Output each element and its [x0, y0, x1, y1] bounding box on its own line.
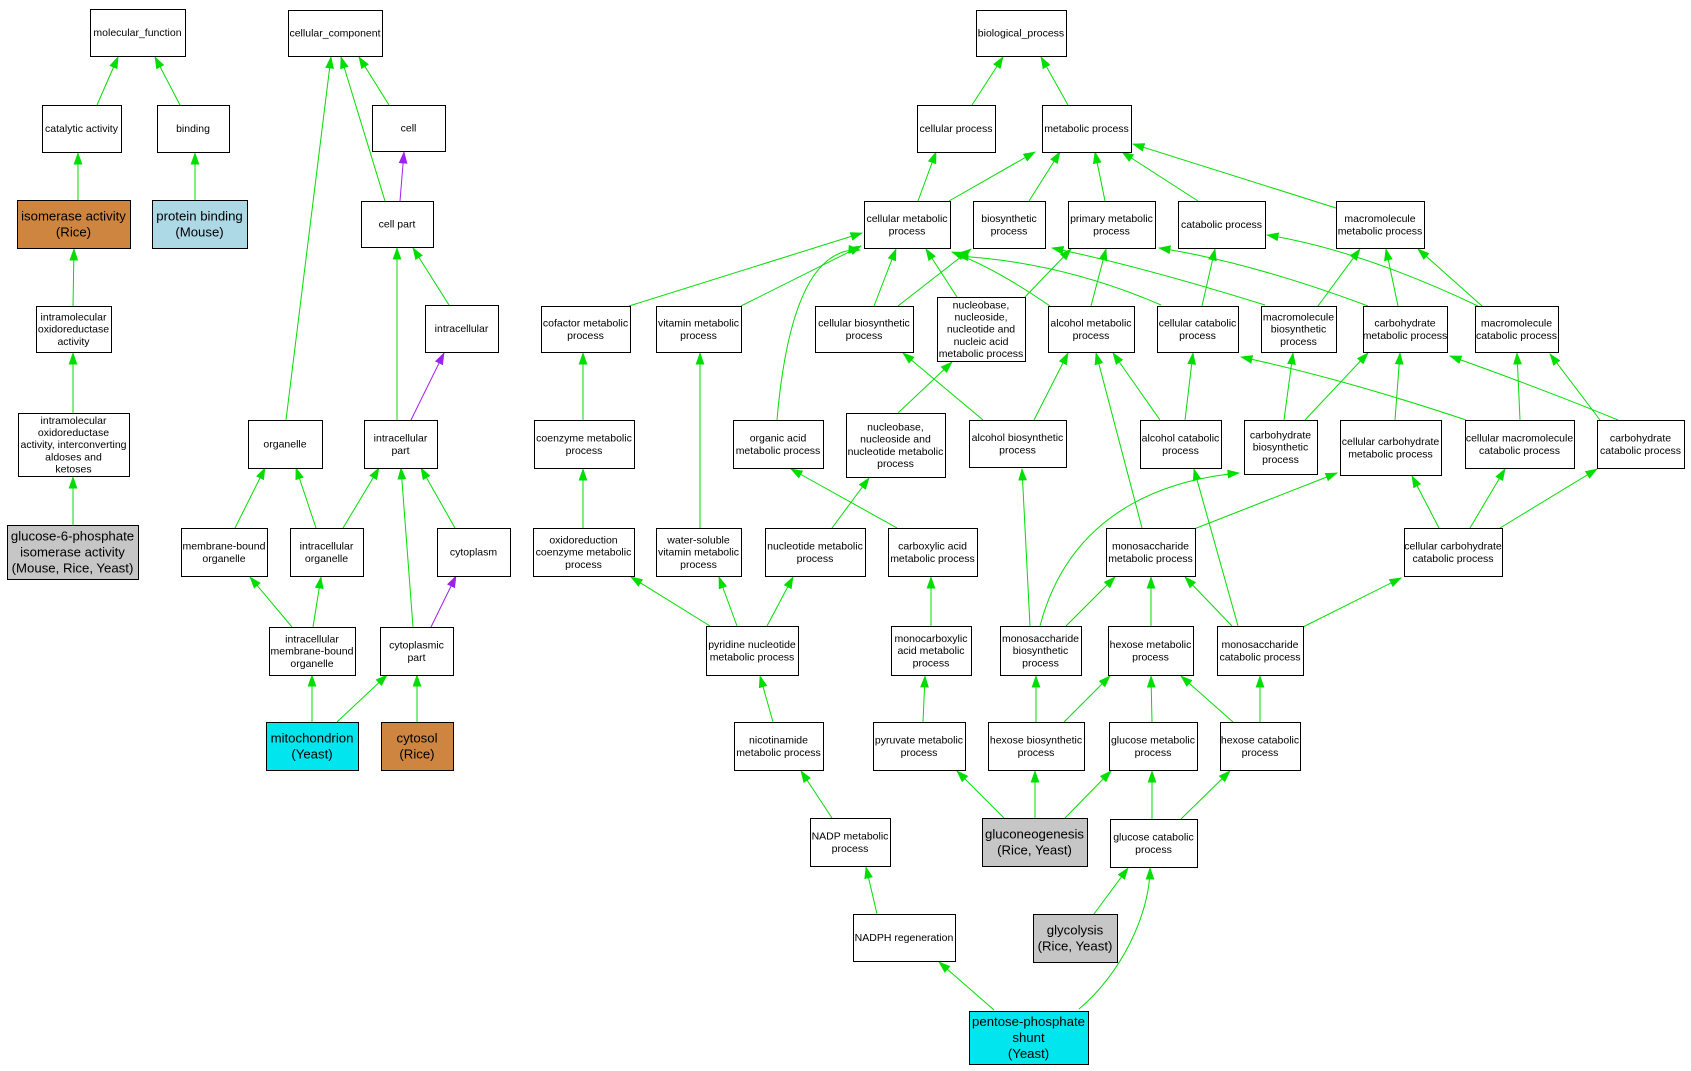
svg-text:metabolic process: metabolic process [1044, 123, 1129, 135]
svg-text:NADPH regeneration: NADPH regeneration [855, 932, 954, 944]
svg-text:mitochondrion(Yeast): mitochondrion(Yeast) [271, 731, 354, 762]
svg-text:binding: binding [176, 123, 210, 135]
svg-text:biological_process: biological_process [978, 28, 1064, 40]
svg-text:cytosol(Rice): cytosol(Rice) [396, 731, 437, 762]
svg-text:gluconeogenesis(Rice, Yeast): gluconeogenesis(Rice, Yeast) [985, 827, 1084, 858]
svg-text:molecular_function: molecular_function [93, 27, 181, 39]
svg-text:catabolic process: catabolic process [1181, 219, 1262, 231]
svg-text:catalytic activity: catalytic activity [45, 123, 119, 135]
svg-text:organelle: organelle [263, 439, 306, 451]
svg-text:cell part: cell part [379, 219, 416, 231]
svg-text:protein binding(Mouse): protein binding(Mouse) [156, 209, 243, 240]
svg-text:cell: cell [401, 123, 417, 135]
svg-text:nucleobase,nucleoside,nucleoti: nucleobase,nucleoside,nucleotide andnucl… [939, 299, 1024, 360]
svg-text:cytoplasm: cytoplasm [450, 547, 498, 559]
svg-text:cellular process: cellular process [920, 123, 993, 135]
svg-text:isomerase activity(Rice): isomerase activity(Rice) [21, 209, 126, 240]
svg-text:glycolysis(Rice, Yeast): glycolysis(Rice, Yeast) [1038, 923, 1113, 954]
svg-text:cellular_component: cellular_component [289, 28, 380, 40]
svg-text:intracellular: intracellular [435, 323, 489, 335]
